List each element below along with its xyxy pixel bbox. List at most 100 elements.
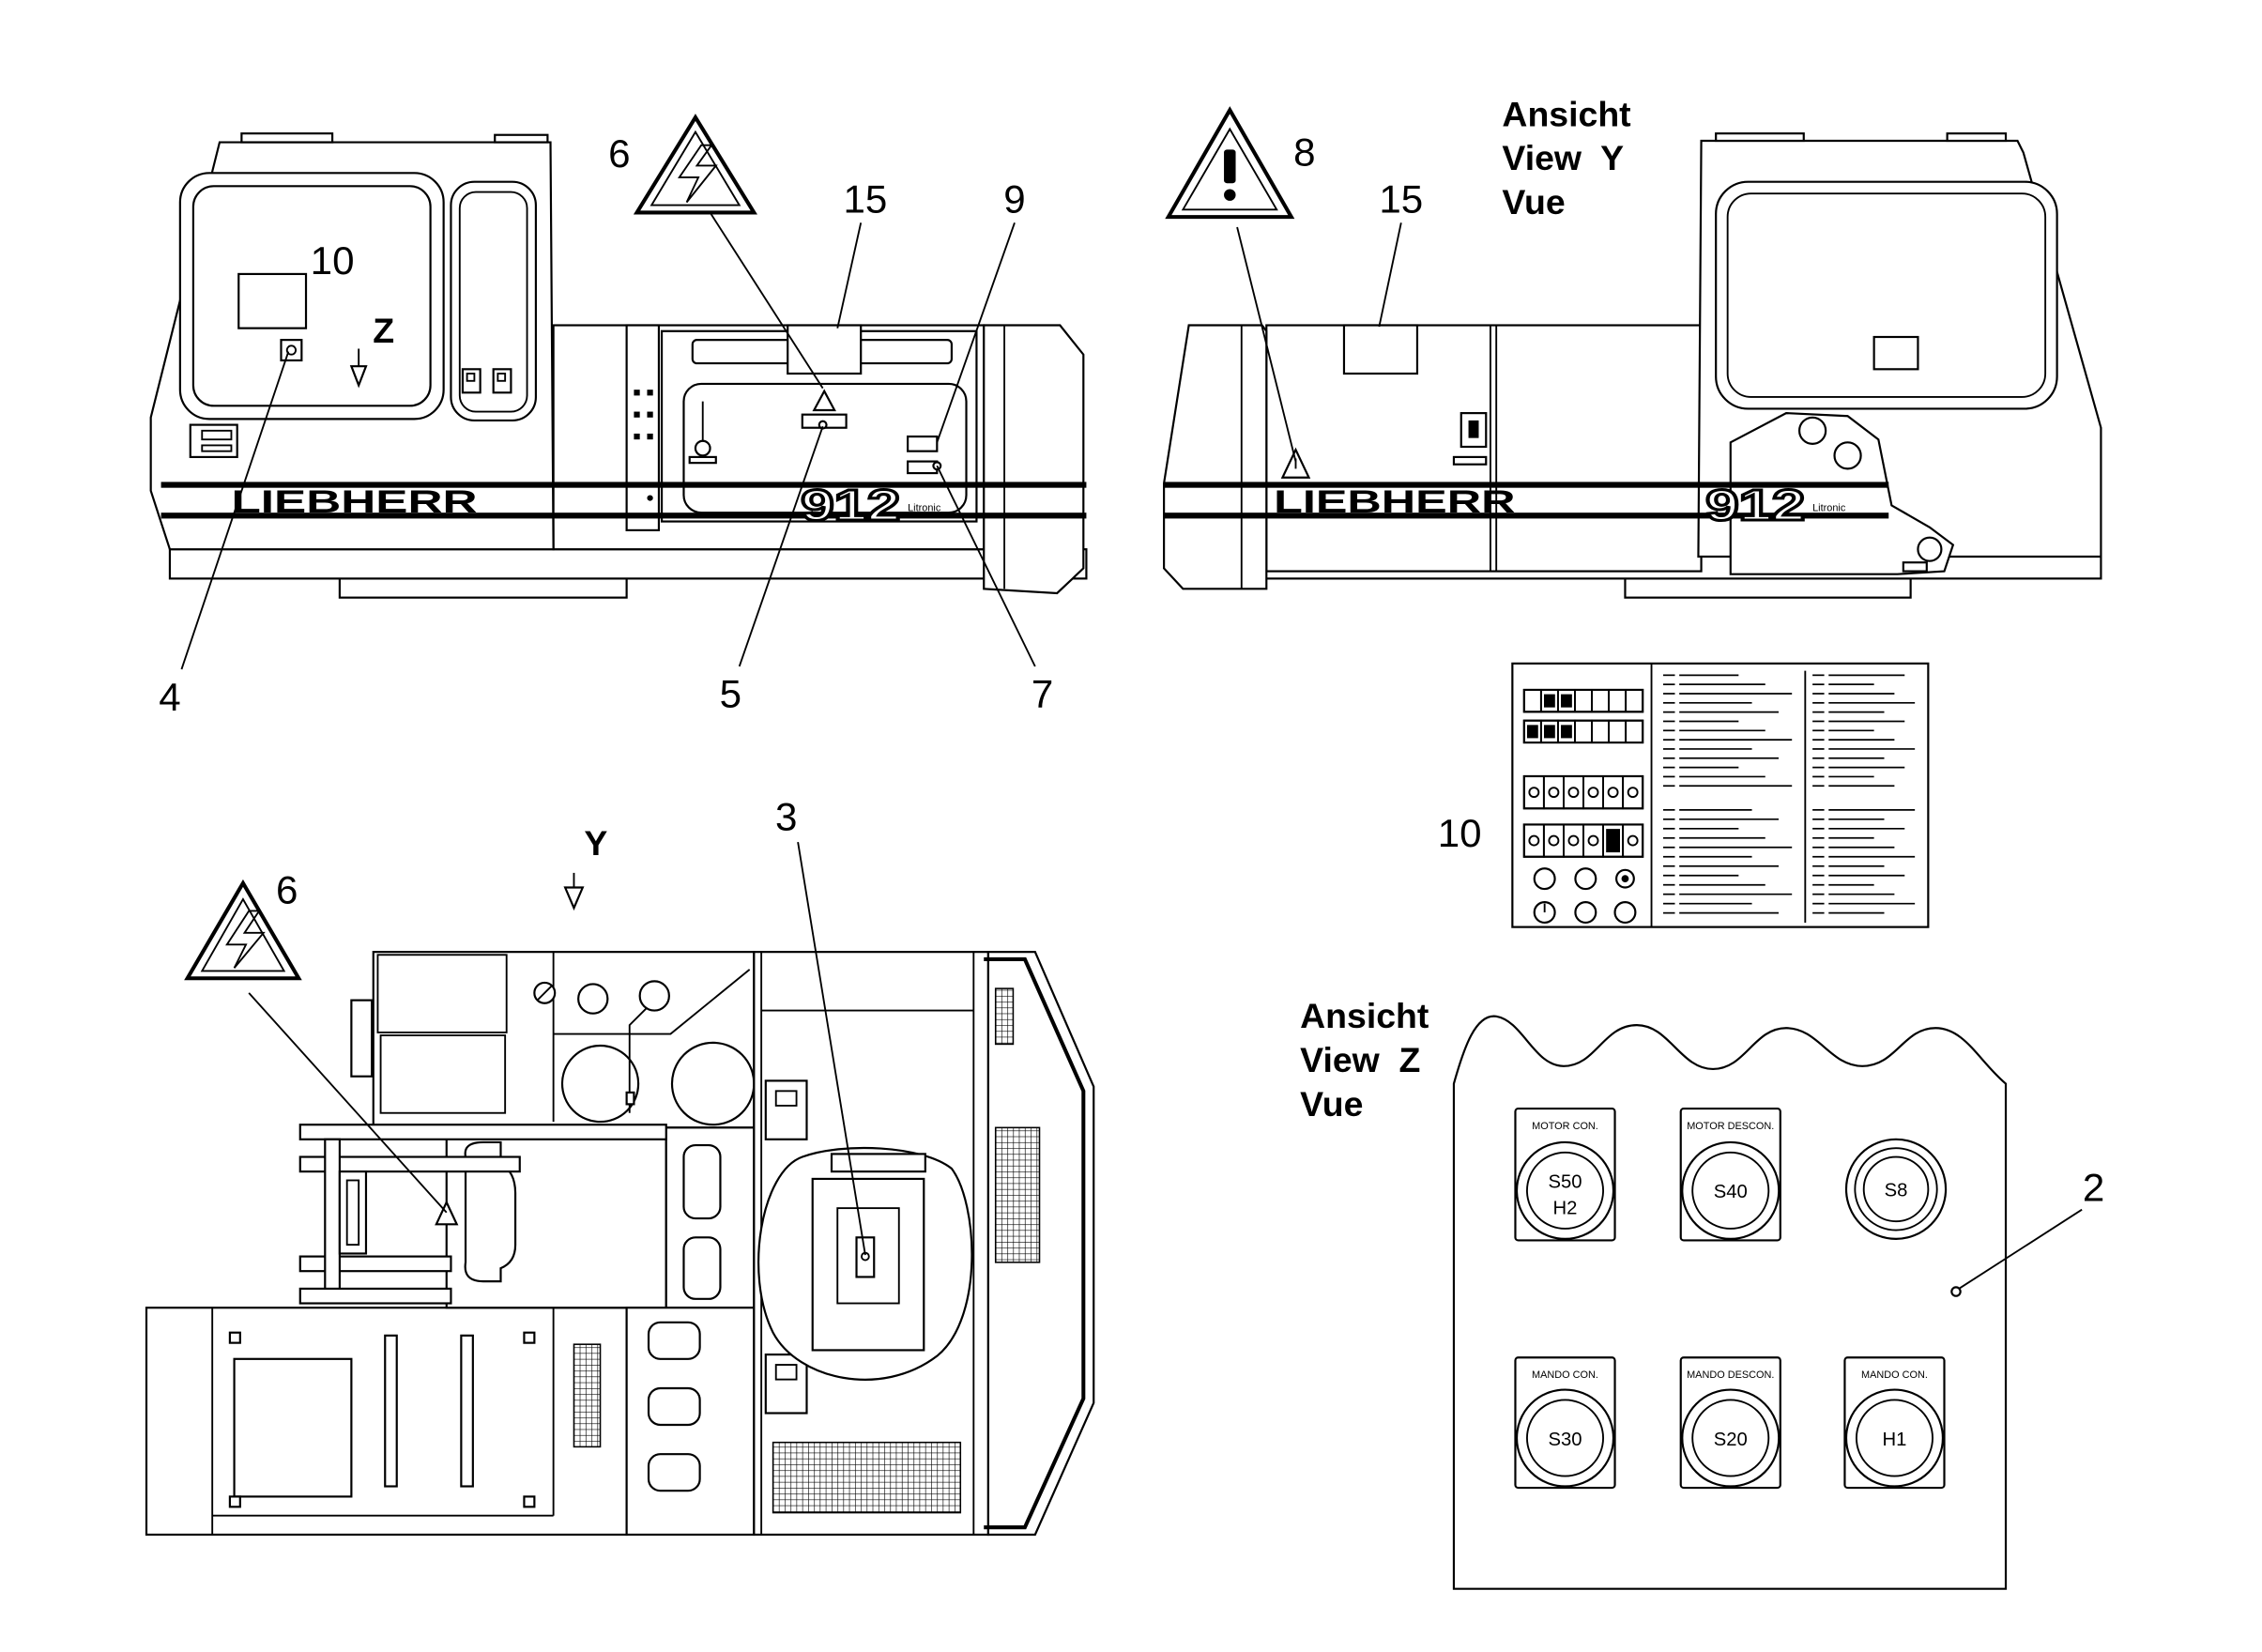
grille bbox=[573, 1343, 602, 1448]
decal-cell-symbol bbox=[1627, 834, 1639, 847]
cab-side-window bbox=[450, 180, 538, 422]
switch-code: S50 bbox=[1548, 1171, 1582, 1192]
brand-logo: LIEBHERR bbox=[1274, 484, 1516, 520]
cab-roof-cap bbox=[494, 133, 549, 144]
cab-switch-dot bbox=[285, 344, 298, 356]
door-handle-grip bbox=[201, 444, 233, 452]
cab-decal-10-position bbox=[237, 272, 308, 329]
view-y-arrow-head bbox=[563, 886, 585, 911]
callout-2: 2 bbox=[2083, 1165, 2104, 1209]
base-strip bbox=[168, 548, 1088, 580]
vent-dot bbox=[647, 433, 653, 440]
label-15-position bbox=[787, 324, 863, 375]
switch-ring bbox=[1854, 1147, 1938, 1231]
electric-warning-sign bbox=[184, 879, 302, 981]
rounded-slot bbox=[682, 1143, 722, 1220]
bolt bbox=[228, 1495, 241, 1508]
engine-cover bbox=[1265, 324, 1703, 573]
slot bbox=[384, 1334, 398, 1488]
leader-8 bbox=[1236, 226, 1297, 462]
leader-15 bbox=[836, 222, 863, 329]
stripe-lower bbox=[160, 512, 1087, 519]
knob-icon bbox=[1574, 901, 1597, 925]
cab-side-window-inner bbox=[458, 191, 528, 413]
plate-text: MANDO DESCON. bbox=[1687, 1369, 1774, 1381]
vent-dot bbox=[647, 390, 653, 396]
callout-4: 4 bbox=[159, 675, 180, 719]
decal-cell-symbol bbox=[1543, 725, 1555, 739]
electric-warning-sign bbox=[633, 114, 757, 215]
cab-window-inner bbox=[1726, 192, 2047, 398]
decal-cell-symbol bbox=[1567, 787, 1580, 799]
door-handle bbox=[189, 423, 238, 459]
label-15-position bbox=[1342, 324, 1419, 375]
cab-window-decal-position bbox=[1872, 335, 1919, 371]
leader-6 bbox=[709, 211, 824, 390]
step-plate bbox=[1902, 561, 1928, 573]
view-y-title-line3: Vue bbox=[1502, 182, 1565, 222]
plate-text: MANDO CON. bbox=[1861, 1369, 1928, 1381]
series-logo: Litronic bbox=[908, 503, 941, 514]
view-z-label: Z bbox=[373, 311, 394, 350]
boom-foot-bracket bbox=[338, 1170, 368, 1255]
stripe-lower bbox=[1164, 512, 1889, 519]
lightning-bolt-icon bbox=[225, 910, 266, 969]
decal-cell-symbol bbox=[1526, 725, 1538, 739]
lightning-bolt-icon bbox=[678, 144, 718, 204]
plate-text: MOTOR CON. bbox=[1532, 1121, 1598, 1132]
switch-code: S40 bbox=[1714, 1182, 1748, 1202]
callout-8: 8 bbox=[1293, 130, 1315, 174]
seat-backrest-top bbox=[830, 1153, 926, 1173]
cab-handle-detail bbox=[774, 1090, 798, 1107]
cab-handle bbox=[764, 1354, 808, 1415]
decal-2-position bbox=[1950, 1286, 1962, 1297]
switch-code: S8 bbox=[1885, 1181, 1908, 1201]
callout-3: 3 bbox=[775, 795, 797, 839]
cab-roof-cap bbox=[1715, 132, 1805, 143]
view-z-arrow-head bbox=[349, 365, 368, 389]
right-fender bbox=[986, 951, 1095, 1537]
tank-opening bbox=[670, 1041, 756, 1126]
latch-detail bbox=[497, 373, 507, 382]
warning-triangle-outer bbox=[633, 114, 757, 215]
bolt bbox=[523, 1495, 536, 1508]
decal-cell-symbol bbox=[1561, 725, 1572, 739]
cab-roof-cap bbox=[240, 132, 334, 144]
indicator-control-on: MANDO CON. H1 bbox=[1843, 1356, 1946, 1490]
warning-triangle-inner bbox=[1181, 127, 1278, 211]
decal-cell bbox=[1622, 823, 1644, 858]
cab-switch-decal-position bbox=[280, 339, 303, 362]
decal-cell-symbol bbox=[1561, 694, 1572, 708]
vent-dot bbox=[634, 411, 640, 418]
callout-leaders bbox=[180, 211, 1036, 670]
brand-logo: LIEBHERR bbox=[231, 484, 477, 520]
switch-bezel bbox=[1844, 1388, 1945, 1488]
rear-end-cap bbox=[983, 324, 1085, 595]
decal-cell-symbol bbox=[1627, 787, 1639, 799]
plate-text: MANDO CON. bbox=[1532, 1369, 1598, 1381]
knob-icon bbox=[1613, 901, 1637, 925]
decal-panel-cells bbox=[1522, 688, 1644, 858]
latch-detail bbox=[466, 373, 476, 382]
warning-triangle-inner bbox=[200, 897, 286, 972]
grille bbox=[994, 987, 1015, 1046]
vent-dot bbox=[634, 433, 640, 440]
switch-button bbox=[1526, 1399, 1604, 1477]
bolt bbox=[228, 1331, 241, 1344]
rounded-slot bbox=[647, 1453, 701, 1492]
boom-foot-rail bbox=[298, 1124, 667, 1140]
cab-handle bbox=[764, 1079, 808, 1140]
switch-bezel bbox=[1515, 1388, 1615, 1488]
exclamation-icon bbox=[1224, 149, 1236, 184]
panel-lever-knob bbox=[694, 439, 711, 457]
stripe-upper bbox=[160, 482, 1087, 488]
track-outline bbox=[338, 577, 628, 599]
vent-dots bbox=[634, 390, 653, 501]
cab-door-window bbox=[191, 185, 432, 407]
battery-switch-knob bbox=[1468, 420, 1479, 438]
switch-motor-off: MOTOR DESCON. S40 bbox=[1679, 1107, 1781, 1242]
rounded-slot bbox=[647, 1321, 701, 1360]
switch-control-off: MANDO DESCON. S20 bbox=[1679, 1356, 1781, 1490]
hand-rail bbox=[628, 1006, 649, 1113]
